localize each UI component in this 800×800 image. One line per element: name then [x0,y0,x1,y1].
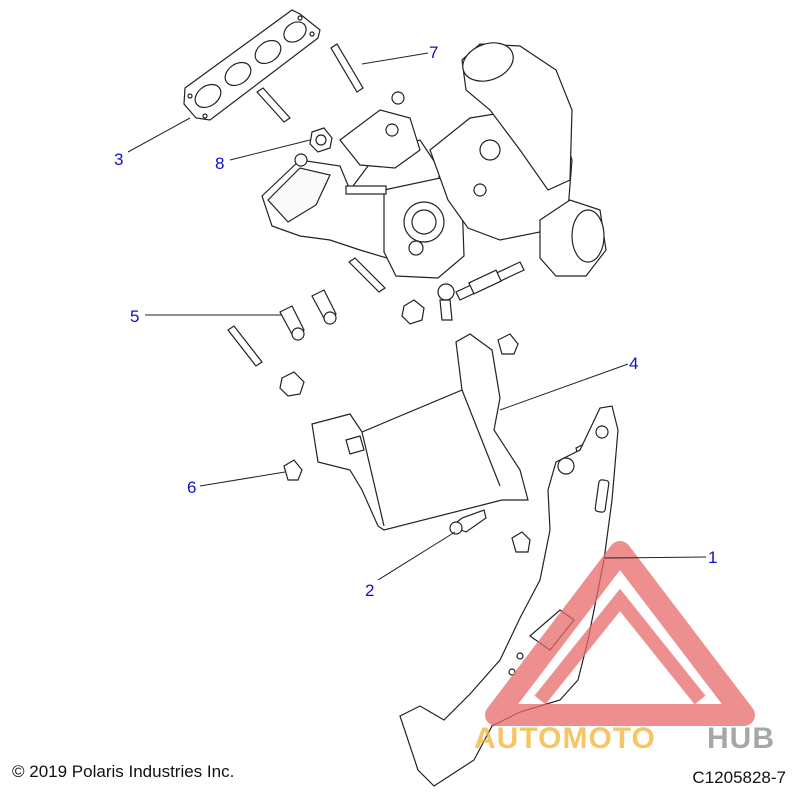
callout-7: 7 [429,43,438,62]
callout-2: 2 [365,581,374,600]
leader-line-1 [604,556,707,559]
watermark-triangle-outer [485,541,755,726]
watermark-text-right: HUB [707,722,775,755]
callout-6: 6 [187,478,196,497]
studs [227,43,386,367]
leader-lines [127,52,707,581]
callout-1: 1 [708,548,717,567]
leader-line-6 [199,471,286,487]
watermark-text-left: AUTOMOTO [474,722,656,755]
callout-3: 3 [114,150,123,169]
callout-8: 8 [215,154,224,173]
watermark-logo: AUTOMOTO HUB [474,541,775,755]
watermark-triangle-inner [534,588,706,705]
copyright-text: © 2019 Polaris Industries Inc. [12,762,235,781]
callout-4: 4 [629,354,638,373]
leader-line-2 [377,531,456,581]
heat-shield [311,333,529,531]
leader-line-8 [229,139,311,161]
leader-line-4 [499,363,629,411]
part-code: C1205828-7 [692,768,786,787]
leader-line-7 [361,52,429,65]
callout-5: 5 [130,307,139,326]
exhaust-gasket [183,9,321,121]
callout-numbers: 1 2 3 4 5 6 7 8 [114,43,717,600]
turbo-manifold-assembly [261,42,607,321]
leader-line-3 [127,117,191,153]
